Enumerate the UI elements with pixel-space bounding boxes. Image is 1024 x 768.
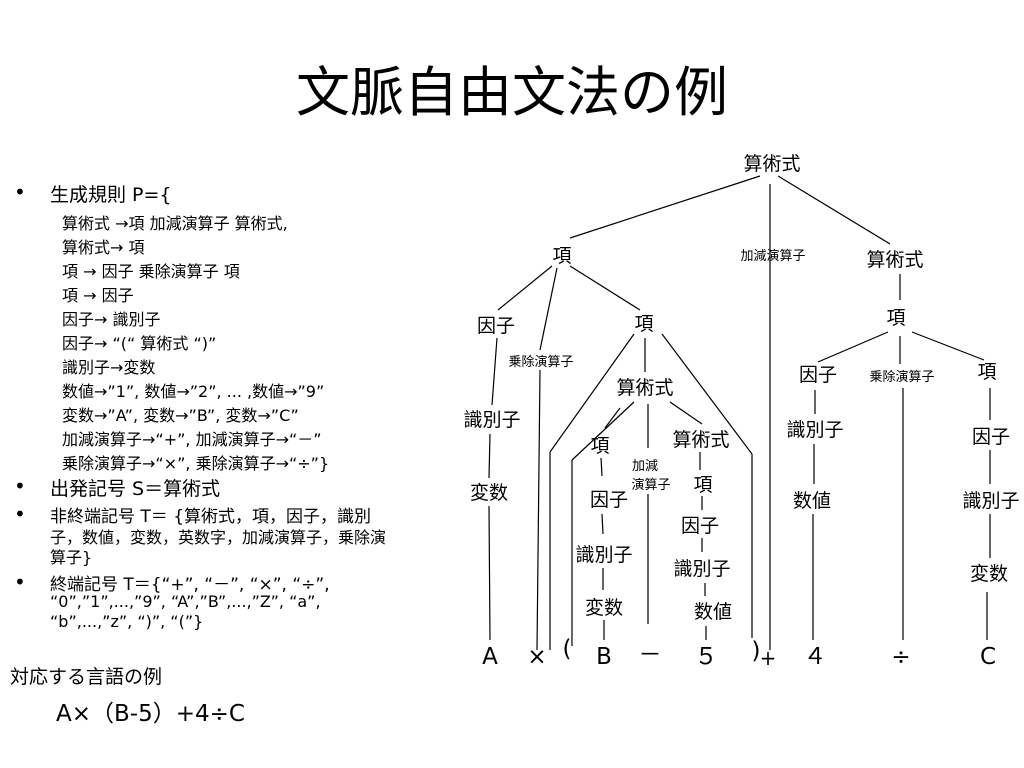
terminal-div: ÷ [891,644,910,670]
tree-edge [600,457,603,477]
tree-node-root: 算術式 [743,153,800,175]
production-rule: 変数→”A”, 変数→”B”, 変数→”C” [62,406,299,425]
tree-edge [491,337,498,406]
terminal-A: A [482,644,498,670]
tree-edge [777,175,891,245]
tree-node: 因子 [972,426,1010,448]
tree-edges [488,175,991,651]
start-symbol: 出発記号 S＝算術式 [50,478,221,500]
tree-node: 項 [977,361,996,383]
production-rule: 項 → 因子 [62,286,134,305]
tree-node: 数値 [793,490,831,512]
terminal-C: C [980,644,996,670]
tree-edge [536,369,541,651]
terminal-times: × [527,644,546,670]
tree-edge [817,331,889,363]
tree-node: 加減 [632,458,658,474]
terminal-rparen: ) [752,638,761,664]
tree-node: 数値 [694,601,732,623]
tree-node: 識別子 [463,409,520,431]
tree-node: 加減演算子 [740,248,805,264]
tree-node: 乗除演算子 [869,369,934,385]
nonterminal-symbols: 非終端記号 T＝ {算術式，項，因子，識別 [50,507,372,527]
tree-edge [601,513,604,535]
nonterminal-symbols-cont: 算子} [50,548,93,567]
terminal-symbols-cont: “b”,...,”z”, “)”, “(”} [50,612,204,631]
tree-node: 項 [634,313,653,335]
tree-terminals: A × ( B － ５ ) + ４ ÷ C [482,636,996,670]
tree-node: 因子 [799,364,837,386]
production-rules-heading: 生成規則 P={ [50,184,172,206]
tree-edge [669,401,703,425]
tree-node: 識別子 [673,558,730,580]
terminal-4: ４ [804,644,827,670]
tree-node: 変数 [470,482,508,504]
tree-edge [488,505,491,641]
tree-node: 識別子 [786,419,843,441]
production-rule: 識別子→変数 [62,358,156,377]
language-example-caption: 対応する言語の例 [10,666,163,688]
tree-node: 変数 [585,597,623,619]
tree-edge [539,267,558,351]
tree-edge [571,401,635,461]
terminal-lparen: ( [563,636,572,662]
tree-edge [569,265,641,311]
tree-edge [661,333,753,455]
tree-node: 因子 [590,489,628,511]
production-rule: 因子→ “(“ 算術式 “)” [62,334,217,353]
tree-node: 演算子 [631,477,670,493]
language-example: A×（B-5）+4÷C [56,701,245,727]
tree-node: 変数 [970,563,1008,585]
bullet: • [14,570,26,594]
production-rule: 加減演算子→“+”, 加減演算子→“－” [62,430,322,449]
tree-node: 項 [590,435,609,457]
tree-node: 識別子 [575,544,632,566]
terminal-symbols-cont: “0”,”1”,...,”9”, “A”,”B”,...,”Z”, “a”, [50,592,321,611]
tree-node: 項 [552,245,571,267]
tree-node: 項 [886,307,905,329]
nonterminal-symbols-cont: 子，数値，変数，英数字，加減演算子，乗除演 [50,528,387,547]
production-rule: 数値→”1”, 数値→”2”, ... ,数値→”9” [62,382,325,401]
tree-node: 項 [693,474,712,496]
terminal-minus: － [639,642,662,668]
tree-node: 識別子 [962,490,1019,512]
production-rule: 算術式→ 項 [62,238,145,257]
bullet: • [14,180,26,204]
tree-node: 算術式 [866,249,923,271]
tree-node: 乗除演算子 [508,354,573,370]
tree-node: 算術式 [616,377,673,399]
slide-title: 文脈自由文法の例 [296,61,728,124]
tree-node: 算術式 [672,429,729,451]
terminal-B: B [596,644,612,670]
terminal-plus: + [760,646,777,670]
bullet: • [14,502,26,526]
tree-edge [911,331,985,361]
production-rule: 因子→ 識別子 [62,310,161,329]
tree-edge [604,407,621,429]
tree-nodes: 算術式 項 加減演算子 算術式 因子 乗除演算子 項 項 識別子 変数 算術式 … [463,153,1019,623]
tree-edge [569,175,761,239]
tree-edge [488,433,491,479]
tree-edge [549,333,635,453]
production-rule: 算術式 →項 加減演算子 算術式, [62,214,288,233]
tree-edge [497,265,553,311]
production-rule: 項 → 因子 乗除演算子 項 [62,262,240,281]
tree-node: 因子 [477,315,515,337]
terminal-5: ５ [695,644,718,670]
bullet: • [14,474,26,498]
production-rule: 乗除演算子→“×”, 乗除演算子→“÷”} [62,454,330,473]
terminal-symbols: 終端記号 T＝{“+”, “－”, “×”, “÷”, [50,575,330,595]
tree-node: 因子 [681,515,719,537]
